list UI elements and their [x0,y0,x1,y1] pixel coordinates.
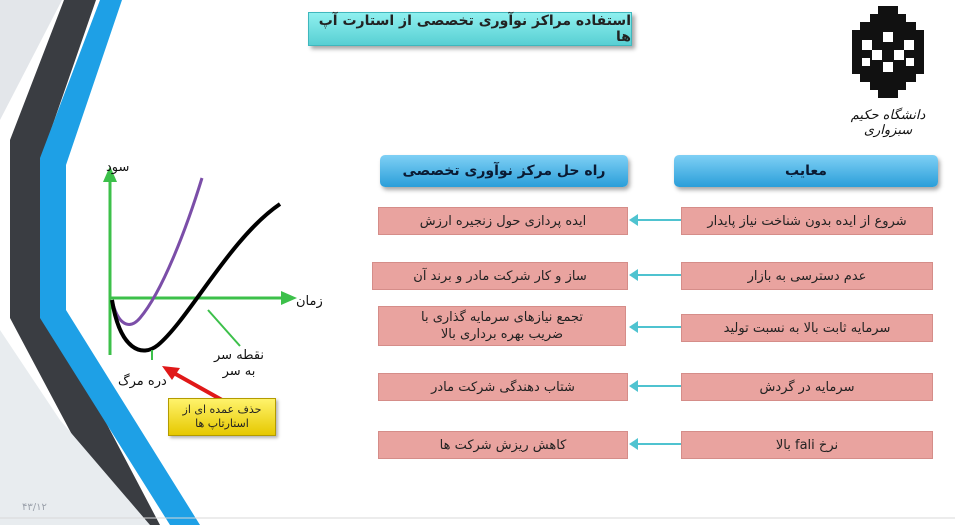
problem-cell: نرخ fali بالا [681,431,933,459]
breakeven-label: نقطه سر به سر [214,348,264,380]
arrow-left-icon [629,380,681,392]
breakeven-label-line-2: به سر [222,364,256,379]
logo-caption: دانشگاه حکیم سبزواری [850,108,926,138]
solution-cell: شتاب دهندگی شرکت مادر [378,373,628,401]
problem-cell: سرمایه ثابت بالا به نسبت تولید [681,314,933,342]
drawbacks-header: معایب [674,155,938,187]
red-arrow-icon [162,366,223,402]
black-curve [110,202,282,353]
problem-cell: عدم دسترسی به بازار [681,262,933,290]
slide-title: استفاده مراکز نوآوری تخصصی از استارت آپ … [308,12,632,46]
problem-cell: سرمایه در گردش [681,373,933,401]
purple-curve [110,177,204,326]
x-axis-label: زمان [296,294,323,309]
callout-box: حذف عمده ای از استارتاپ ها [168,398,276,436]
breakeven-label-line-1: نقطه سر [214,348,265,363]
problem-cell: شروع از ایده بدون شناخت نیاز پایدار [681,207,933,235]
university-logo-icon [840,4,936,100]
arrow-left-icon [629,438,681,450]
arrow-left-icon [629,214,681,226]
x-axis-arrow-icon [281,291,297,305]
solution-cell: کاهش ریزش شرکت ها [378,431,628,459]
arrow-left-icon [629,269,681,281]
solution-cell: ساز و کار شرکت مادر و برند آن [372,262,628,290]
solution-cell: ایده پردازی حول زنجیره ارزش [378,207,628,235]
y-axis-arrow-icon [103,166,117,182]
y-axis-label: سود [106,160,130,175]
solution-header: راه حل مرکز نوآوری تخصصی [380,155,628,187]
valley-label: دره مرگ [118,374,167,389]
page-number: ۴۳/۱۲ [22,502,47,513]
breakeven-pointer [207,309,241,347]
solution-cell: تجمع نیازهای سرمایه گذاری با ضریب بهره ب… [378,306,626,346]
arrow-left-icon [629,321,681,333]
valley-of-death-graph [103,166,297,360]
